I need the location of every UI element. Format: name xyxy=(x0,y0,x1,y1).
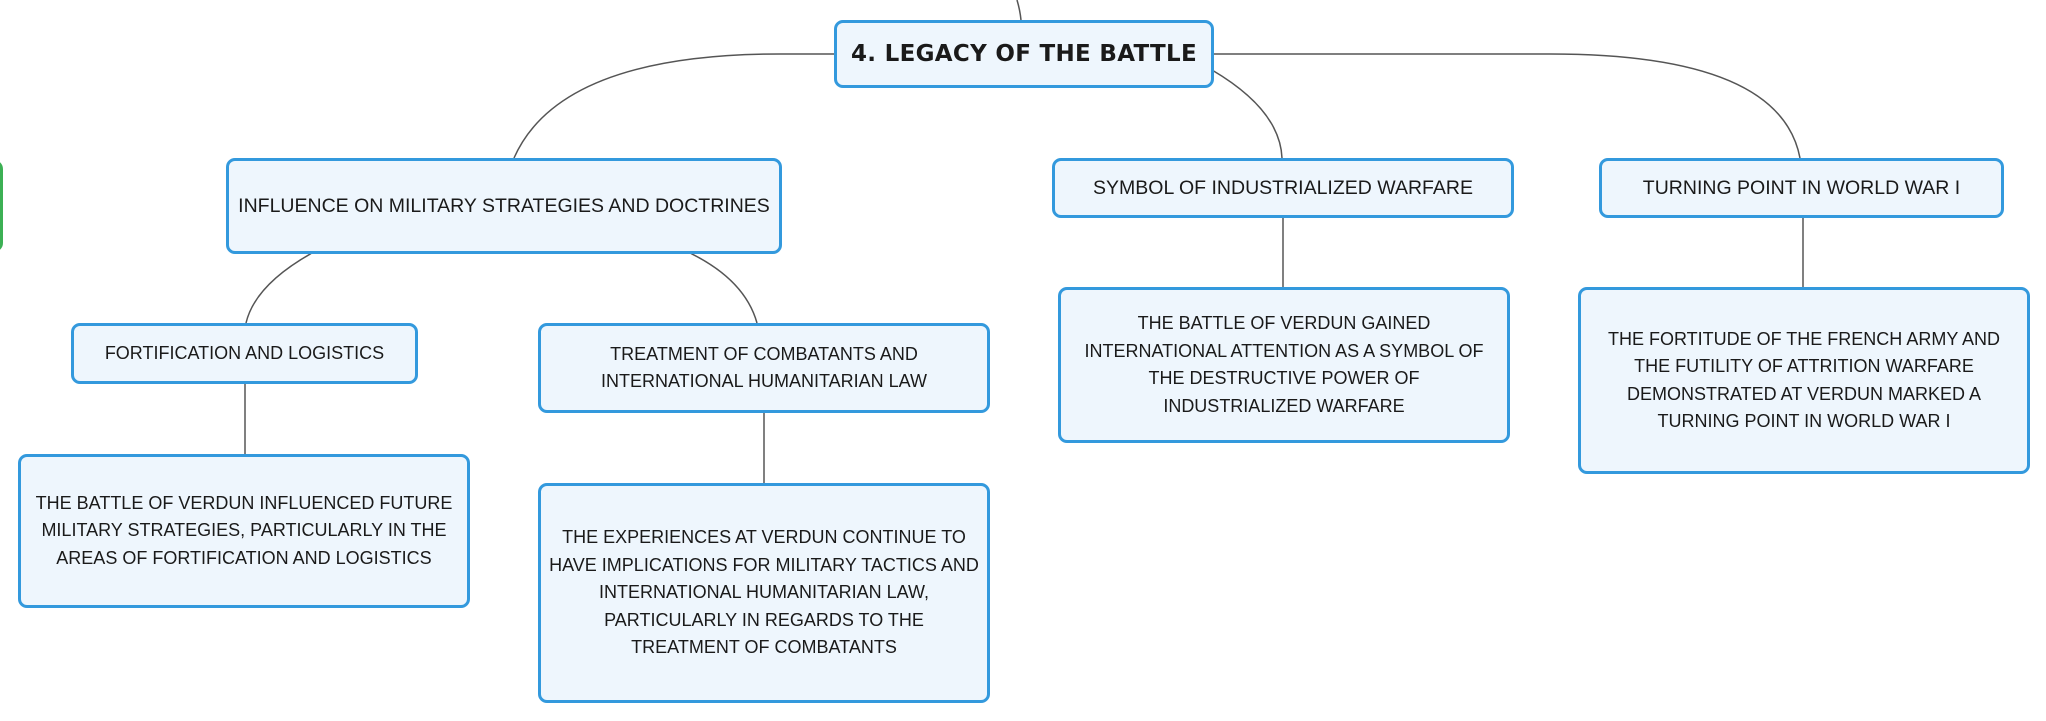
node-turning-point-label: TURNING POINT IN WORLD WAR I xyxy=(1642,176,1961,199)
detail-turning-point[interactable]: THE FORTITUDE OF THE FRENCH ARMY AND THE… xyxy=(1578,287,2030,474)
detail-industrialized-warfare-text: THE BATTLE OF VERDUN GAINED INTERNATIONA… xyxy=(1084,313,1484,416)
connector-root-to-turning-point xyxy=(1212,53,1801,159)
node-fortification-logistics[interactable]: FORTIFICATION AND LOGISTICS xyxy=(71,323,418,384)
root-node-label: 4. LEGACY OF THE BATTLE xyxy=(851,41,1197,67)
connector-root-to-industrialized-warfare xyxy=(1211,69,1283,159)
node-industrialized-warfare[interactable]: SYMBOL OF INDUSTRIALIZED WARFARE xyxy=(1052,158,1514,218)
root-node[interactable]: 4. LEGACY OF THE BATTLE xyxy=(834,20,1214,88)
node-military-strategies-label: INFLUENCE ON MILITARY STRATEGIES AND DOC… xyxy=(238,194,770,217)
detail-treatment-combatants-text: THE EXPERIENCES AT VERDUN CONTINUE TO HA… xyxy=(549,527,979,658)
connector-root-to-military-strategies xyxy=(513,53,836,159)
connector-strategies-to-fortification xyxy=(245,252,313,324)
node-fortification-logistics-label: FORTIFICATION AND LOGISTICS xyxy=(104,343,385,363)
node-turning-point[interactable]: TURNING POINT IN WORLD WAR I xyxy=(1599,158,2004,218)
node-industrialized-warfare-label: SYMBOL OF INDUSTRIALIZED WARFARE xyxy=(1093,176,1473,199)
detail-industrialized-warfare[interactable]: THE BATTLE OF VERDUN GAINED INTERNATIONA… xyxy=(1058,287,1510,443)
detail-treatment-combatants[interactable]: THE EXPERIENCES AT VERDUN CONTINUE TO HA… xyxy=(538,483,990,703)
offscreen-side-node[interactable] xyxy=(0,160,3,252)
detail-fortification-logistics[interactable]: THE BATTLE OF VERDUN INFLUENCED FUTURE M… xyxy=(18,454,470,608)
detail-fortification-logistics-text: THE BATTLE OF VERDUN INFLUENCED FUTURE M… xyxy=(35,492,453,568)
node-treatment-combatants-label: TREATMENT OF COMBATANTS AND INTERNATIONA… xyxy=(600,344,928,391)
connector-incoming-parent xyxy=(1016,0,1022,21)
node-treatment-combatants[interactable]: TREATMENT OF COMBATANTS AND INTERNATIONA… xyxy=(538,323,990,413)
detail-turning-point-text: THE FORTITUDE OF THE FRENCH ARMY AND THE… xyxy=(1607,328,2001,432)
node-military-strategies[interactable]: INFLUENCE ON MILITARY STRATEGIES AND DOC… xyxy=(226,158,782,254)
connector-strategies-to-treatment xyxy=(689,252,758,324)
